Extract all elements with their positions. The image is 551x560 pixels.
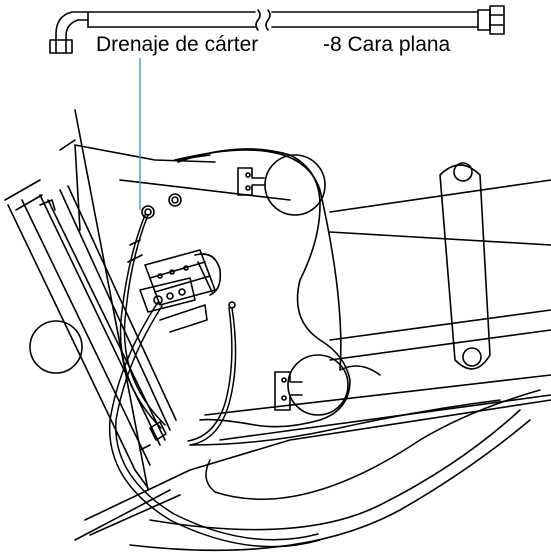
frame-left: [4, 109, 177, 491]
mounting-plate: [139, 148, 351, 428]
fitting-spec-label: -8 Cara plana: [323, 33, 451, 56]
boom-body: [74, 144, 551, 552]
link-arm: [439, 162, 491, 370]
hoses: [108, 214, 541, 548]
hose-name-label: Drenaje de cárter: [96, 33, 259, 56]
hose-assembly-icon: [49, 5, 505, 54]
pin-boss: [29, 320, 83, 374]
